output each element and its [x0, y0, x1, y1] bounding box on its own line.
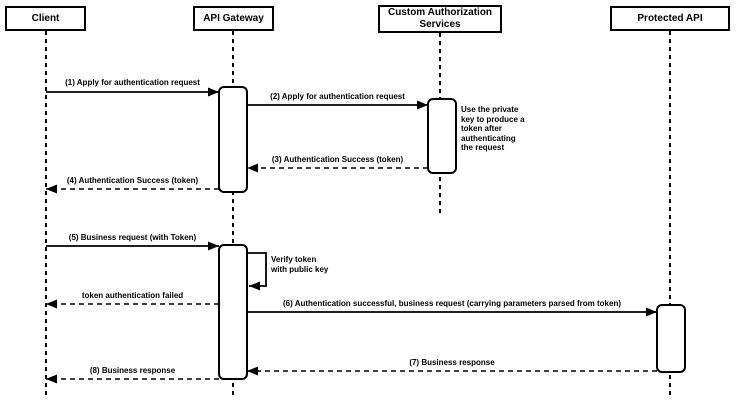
activation-custom-authorization-services: [427, 98, 457, 174]
note-use-private-key: Use the private key to produce a token a…: [461, 105, 525, 152]
activation-api-gateway-1: [218, 86, 248, 193]
message-5-label: (5) Business request (with Token): [68, 233, 197, 242]
message-4-label: (4) Authentication Success (token): [66, 176, 199, 185]
participant-protected-api: Protected API: [610, 6, 730, 31]
message-7-label: (7) Business response: [409, 358, 495, 367]
message-3-label: (3) Authentication Success (token): [271, 155, 404, 164]
participant-client-label: Client: [31, 12, 60, 24]
participant-custom-authorization-services-label: Custom Authorization Services: [387, 7, 493, 30]
message-6-label: (6) Authentication successful, business …: [282, 299, 622, 308]
self-message-verify-token-label: Verify token with public key: [271, 255, 329, 274]
message-1-label: (1) Apply for authentication request: [65, 78, 200, 87]
activation-api-gateway-2: [218, 244, 248, 380]
participant-api-gateway-label: API Gateway: [203, 12, 264, 24]
participant-custom-authorization-services: Custom Authorization Services: [378, 5, 502, 33]
activation-protected-api: [656, 304, 686, 373]
self-message-verify-token-line: [247, 252, 267, 291]
message-token-auth-failed-label: token authentication failed: [81, 291, 184, 300]
message-2-label: (2) Apply for authentication request: [270, 92, 405, 101]
participant-api-gateway: API Gateway: [193, 6, 274, 31]
participant-client: Client: [5, 6, 86, 31]
message-8-label: (8) Business response: [89, 366, 176, 375]
participant-protected-api-label: Protected API: [637, 12, 703, 24]
